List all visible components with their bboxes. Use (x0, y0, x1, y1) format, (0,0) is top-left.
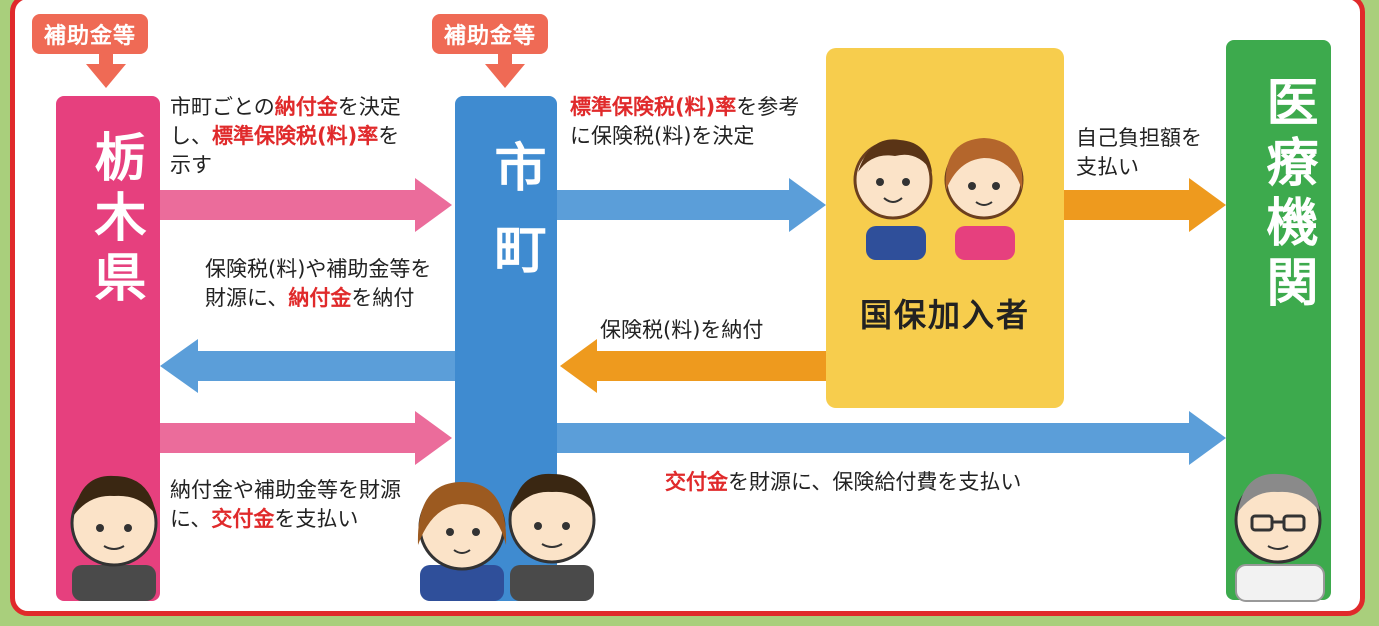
flow-text: 保険税(料)や補助金等を財源に、 (205, 257, 432, 310)
flow-highlight: 交付金 (665, 470, 728, 494)
diagram-frame (10, 0, 1365, 616)
flow-highlight: 納付金 (274, 95, 338, 119)
arrow-pref-to-city (160, 178, 452, 232)
insured-couple-illustration (853, 138, 1024, 260)
insured-box (826, 48, 1064, 408)
flow-text: を財源に、保険給付費を支払い (728, 470, 1022, 494)
municipality-label: 市町 (485, 140, 545, 304)
insured-label: 国保加入者 (859, 296, 1030, 334)
subsidy-badge-prefecture: 補助金等 (32, 14, 149, 54)
prefecture-staff-illustration (70, 475, 158, 601)
municipality-staff-illustration (417, 473, 596, 601)
flow-text: を示す (170, 124, 400, 177)
flow-text-city-to-pref: 保険税(料)や補助金等を財源に、納付金を納付 (205, 255, 445, 313)
flow-text: 納付金や補助金等を財源に、 (170, 478, 401, 531)
flow-text-insured-to-medical: 自己負担額を支払い (1076, 124, 1202, 182)
down-arrow-icon (485, 64, 525, 88)
flow-text: を決定し、 (170, 95, 401, 148)
down-arrow-icon (86, 64, 126, 88)
arrow-insured-to-city (560, 339, 826, 393)
flow-text: を参考に保険税(料)を決定 (570, 95, 800, 148)
arrow-insured-to-medical (1064, 178, 1226, 232)
subsidy-badge-municipality: 補助金等 (432, 14, 549, 54)
flow-highlight: 納付金 (288, 286, 352, 310)
flow-text-city-to-insured: 標準保険税(料)率を参考に保険税(料)を決定 (570, 93, 810, 151)
flow-text: を納付 (351, 286, 415, 310)
prefecture-label: 栃木県 (85, 130, 145, 310)
flow-highlight: 交付金 (211, 507, 275, 531)
flow-text: 保険税(料)を納付 (600, 318, 764, 342)
doctor-illustration (1234, 473, 1325, 602)
arrow-pref-to-city-2 (160, 411, 452, 465)
arrow-city-to-medical (557, 411, 1226, 465)
flow-highlight: 標準保険税(料)率 (570, 95, 737, 119)
flow-text: を支払い (274, 507, 359, 531)
flow-highlight: 標準保険税(料)率 (212, 124, 379, 148)
flow-text: 自己負担額を支払い (1076, 126, 1202, 179)
medical-label: 医療機関 (1257, 75, 1317, 315)
flow-text-city-to-medical: 交付金を財源に、保険給付費を支払い (665, 468, 1145, 497)
flow-text: 市町ごとの (170, 95, 275, 119)
badge-stem (99, 46, 113, 66)
flow-text-pref-to-city: 市町ごとの納付金を決定し、標準保険税(料)率を示す (170, 93, 420, 180)
flow-text-insured-to-city: 保険税(料)を納付 (600, 316, 820, 345)
badge-stem (498, 46, 512, 66)
arrow-city-to-insured (557, 178, 826, 232)
arrow-city-to-pref (160, 339, 455, 393)
flow-text-pref-to-city-2: 納付金や補助金等を財源に、交付金を支払い (170, 476, 415, 534)
